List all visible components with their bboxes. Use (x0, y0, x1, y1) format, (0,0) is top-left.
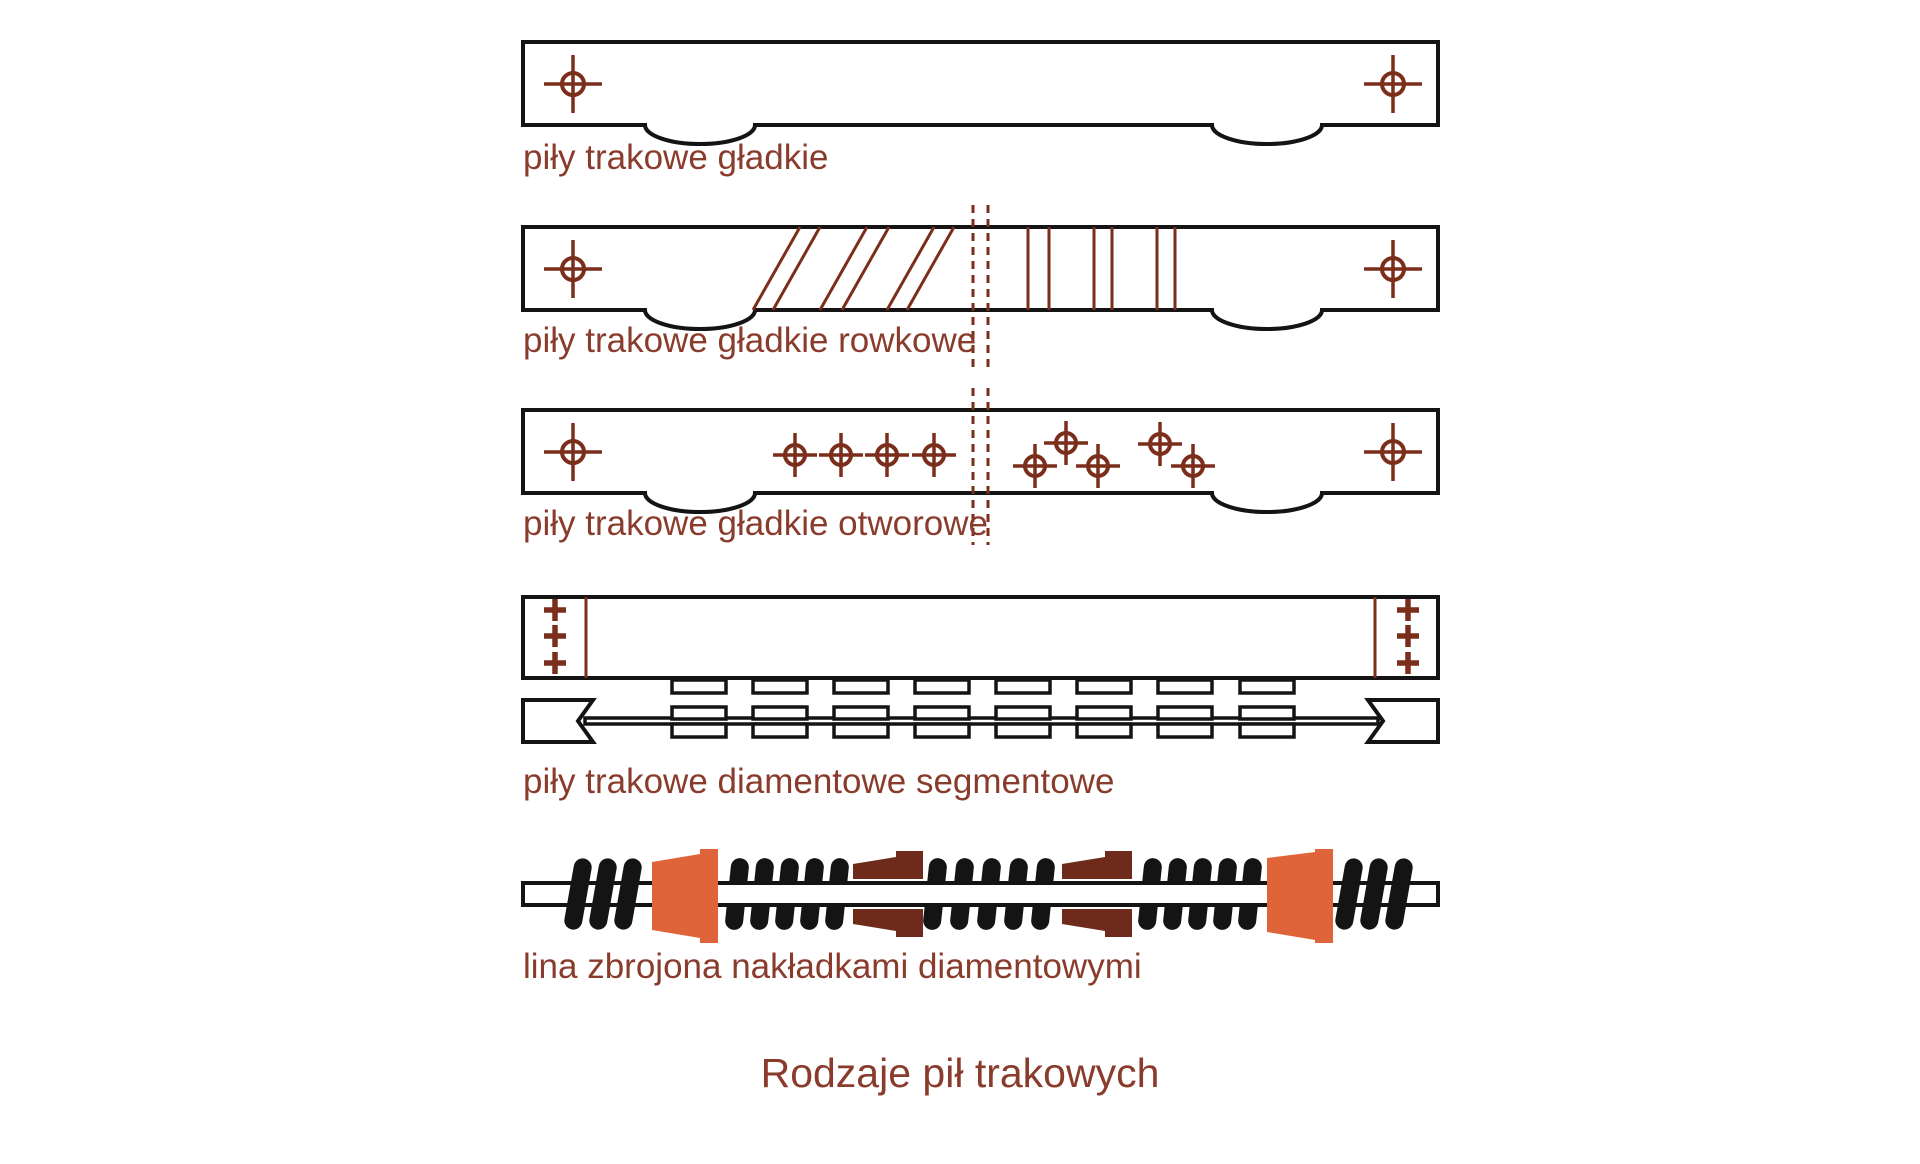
vertical-grooves (1026, 227, 1177, 310)
figure-diamond-wire (521, 849, 1440, 943)
figure-diamond-segmented-saw (521, 595, 1440, 744)
wire-coils-end-left (562, 856, 644, 932)
blade-end-fletching-right (1364, 698, 1440, 744)
pilot-hole-crosshair-right (1362, 53, 1424, 115)
plus-marks-right (1397, 599, 1419, 674)
hole-crosshairs-row (771, 431, 958, 479)
ferrule-orange-left (652, 849, 718, 943)
pilot-hole-crosshair-left (542, 238, 604, 300)
saw-body-outline (521, 595, 1440, 680)
saw-body-outline (521, 225, 1440, 331)
figure-label-smooth: piły trakowe gładkie (523, 138, 829, 177)
wire-core (521, 881, 1440, 907)
wire-coils-middle (724, 857, 1263, 931)
figure-label-diamond-wire: lina zbrojona nakładkami diamentowymi (523, 947, 1142, 986)
saw-body-outline (521, 40, 1440, 146)
diagonal-grooves (751, 226, 956, 311)
plus-marks-left (544, 599, 566, 674)
figure-smooth-saw (521, 40, 1440, 146)
blade-end-fletching-left (521, 698, 597, 744)
figure-label-diamond-segmented: piły trakowe diamentowe segmentowe (523, 762, 1115, 801)
pilot-hole-crosshair-left (542, 421, 604, 483)
wire-coils-end-right (1333, 856, 1415, 932)
diamond-pad-maroon-1 (853, 851, 923, 937)
hole-crosshairs-zigzag (1011, 419, 1217, 490)
pilot-hole-crosshair-right (1362, 421, 1424, 483)
figure-label-grooved: piły trakowe gładkie rowkowe (523, 321, 977, 360)
diamond-segments (670, 678, 1296, 739)
pilot-hole-crosshair-left (542, 53, 604, 115)
saw-body-outline (521, 408, 1440, 514)
ferrule-orange-right (1267, 849, 1333, 943)
figure-label-perforated: piły trakowe gładkie otworowe (523, 504, 988, 543)
diamond-pad-maroon-2 (1062, 851, 1132, 937)
pilot-hole-crosshair-right (1362, 238, 1424, 300)
page-title: Rodzaje pił trakowych (760, 1050, 1160, 1096)
blade-core (583, 716, 1380, 726)
